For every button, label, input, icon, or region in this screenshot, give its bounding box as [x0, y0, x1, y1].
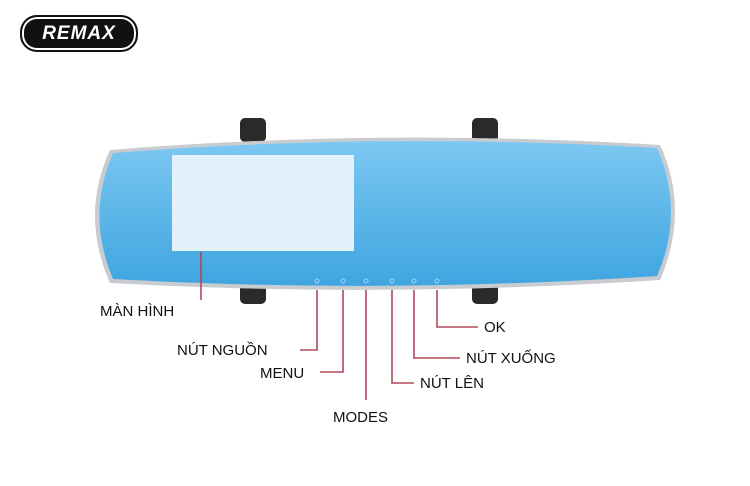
leader-lines: [200, 252, 478, 400]
button-icons: [314, 278, 440, 284]
label-menu-button: MENU: [260, 365, 305, 382]
label-ok-button: OK: [484, 319, 506, 336]
label-up-button: NÚT LÊN: [420, 375, 484, 392]
remax-logo: REMAX: [20, 15, 138, 52]
mount-clips: [240, 118, 498, 304]
label-modes-button: MODES: [333, 409, 389, 426]
label-screen: MÀN HÌNH: [100, 303, 175, 320]
display-screen: [172, 155, 354, 251]
label-power-button: NÚT NGUỒN: [177, 342, 268, 359]
label-down-button: NÚT XUỐNG: [466, 350, 556, 367]
